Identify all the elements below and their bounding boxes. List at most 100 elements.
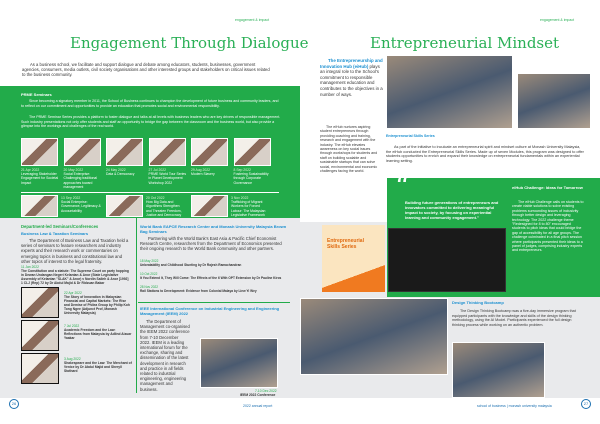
prme-p1: Since becoming a signatory member in 201… <box>21 99 279 108</box>
seminar-title: Modern Slavery <box>191 172 215 177</box>
seminar-title: Data & Democracy <box>106 172 135 177</box>
page-number-left: 26 <box>9 399 19 409</box>
ieem-heading: IEEE International Conference on Industr… <box>140 306 280 316</box>
design-body: The Design Thinking Bootcamp was a five-… <box>452 309 576 327</box>
seminar-title: Trafficking of Migrant Workers for Force… <box>231 200 266 217</box>
seminar-date: 3 Nov 2022 <box>231 196 249 200</box>
dept-item-title: Academic Freedom and the Law: Reflection… <box>64 328 132 340</box>
seminar-thumbnail <box>191 138 228 166</box>
prme-p2: The PRME Seminar Series provides a platf… <box>21 115 281 128</box>
ieem-conference-photo <box>200 338 278 388</box>
seminar-date: 8 Sep 2022 <box>233 168 251 172</box>
seminar-poster <box>21 353 59 384</box>
intro-text: As a business school, we facilitate and … <box>22 62 270 78</box>
lower-left-section: Department-led Seminars/Conferences Busi… <box>0 218 300 398</box>
poster-line1: Entrepreneurial <box>327 238 364 244</box>
seminar-title: PRME World Tour Series in Planet Develop… <box>148 172 187 185</box>
column-divider <box>136 218 137 393</box>
seminar-thumbnail <box>191 195 228 217</box>
eihub-lead: The Entrepreneurship and Innovation Hub … <box>320 58 383 69</box>
seminar-title: Fostering Sustainability through Corpora… <box>233 172 269 185</box>
ieem-caption-date: 7-10 Dec 2022 <box>255 389 277 393</box>
divider <box>21 192 279 193</box>
prme-heading: PRME Seminars <box>21 92 52 97</box>
ieem-caption-title: IEEM 2022 Conference <box>240 393 276 397</box>
workshop-photo <box>517 73 591 129</box>
dept-item-title: The Story of Innovation in Malaysian Fin… <box>64 295 130 315</box>
skills-heading: Entrepreneurial Skills Series <box>386 134 435 138</box>
seminar-date: 27 Jul 2022 <box>148 168 167 172</box>
wb-item-date: 28 Nov 2022 <box>140 285 159 289</box>
dept-item-date: 3 Aug 2022 <box>64 357 81 361</box>
skills-series-photo <box>386 55 513 129</box>
dept-subheading: Business Law & Taxation Seminars <box>21 231 89 236</box>
seminar-date: 29 Aug 2022 <box>191 168 211 172</box>
dept-heading: Department-led Seminars/Conferences <box>21 224 99 229</box>
prme-section: PRME Seminars Since becoming a signatory… <box>0 86 300 218</box>
challenge-body: The eiHub Challenge calls on students to… <box>512 200 584 253</box>
wb-item-date: 10 Oct 2022 <box>140 272 158 276</box>
skills-body: As part of the initiative to inculcate a… <box>386 145 584 163</box>
wb-body: Partnering with the World Bank's East As… <box>140 236 282 252</box>
poster-line2: Skills Series <box>327 244 357 250</box>
dept-item-title: Shakespeare and the Law: The Merchant of… <box>64 361 132 373</box>
skills-series-poster: Entrepreneurial Skills Series <box>322 225 385 292</box>
left-footer: 2022 annual report <box>243 404 273 408</box>
seminar-thumbnail <box>106 195 143 217</box>
dept-item-date: 22 Apr 2022 <box>64 291 82 295</box>
seminar-thumbnail <box>21 195 58 217</box>
seminar-poster <box>21 287 59 318</box>
seminar-date: 13 Sep 2022 <box>61 196 81 200</box>
wb-item-title: Unbeatability and Childhood Stunting by … <box>140 263 242 267</box>
quote-text: Building future generations of entrepren… <box>405 200 499 220</box>
wb-item-title: It You Extend It, They Will Come: The Ef… <box>140 276 282 280</box>
right-footer: school of business | monash university m… <box>477 404 552 408</box>
seminar-thumbnail <box>63 138 101 166</box>
dept-first-title: The Constitution and a statute: The Supr… <box>21 269 129 285</box>
bootcamp-photo <box>452 342 545 398</box>
wb-item-title: Rail Stations to Development: Evidence f… <box>140 289 257 293</box>
seminar-title: Social Enterprise: Governance, Legitimac… <box>61 200 101 213</box>
dept-first-date: 11 Jan 2022 <box>21 265 39 269</box>
seminar-thumbnail <box>148 138 186 166</box>
dept-body: The Department of Business Law and Taxat… <box>21 238 129 264</box>
seminar-thumbnail <box>233 138 271 166</box>
seminar-date: 24 May 2022 <box>106 168 126 172</box>
left-page-title: Engagement Through Dialogue <box>70 34 309 52</box>
design-heading: Design Thinking Bootcamp <box>452 300 504 305</box>
quote-box: “ Building future generations of entrepr… <box>387 170 600 297</box>
zoom-call-screenshot <box>388 228 506 292</box>
eihub-p2: The eiHub nurtures aspiring student entr… <box>320 125 378 174</box>
seminar-date: 21 Apr 2022 <box>21 168 40 172</box>
right-header: engagement & impact <box>540 18 575 22</box>
ieem-body: The Department of Management co-organise… <box>140 319 190 392</box>
seminar-thumbnail <box>21 138 58 166</box>
challenge-heading: eiHub Challenge: Ideas for Tomorrow <box>512 185 583 190</box>
seminar-title: Leveraging Stakeholder Engagement for So… <box>21 172 59 185</box>
seminar-poster <box>21 320 59 351</box>
seminar-title: How Big Data and Algorithms Strengthen a… <box>146 200 182 217</box>
group-photo <box>300 298 448 375</box>
eihub-intro: The Entrepreneurship and Innovation Hub … <box>320 58 383 97</box>
page-number-right: 27 <box>581 399 591 409</box>
quote-icon: “ <box>395 170 410 203</box>
dept-item-date: 7 Jul 2022 <box>64 324 80 328</box>
divider <box>138 302 290 303</box>
seminar-title: Social Enterprise: Challenging tradition… <box>63 172 98 189</box>
wb-item-date: 18 May 2022 <box>140 259 159 263</box>
